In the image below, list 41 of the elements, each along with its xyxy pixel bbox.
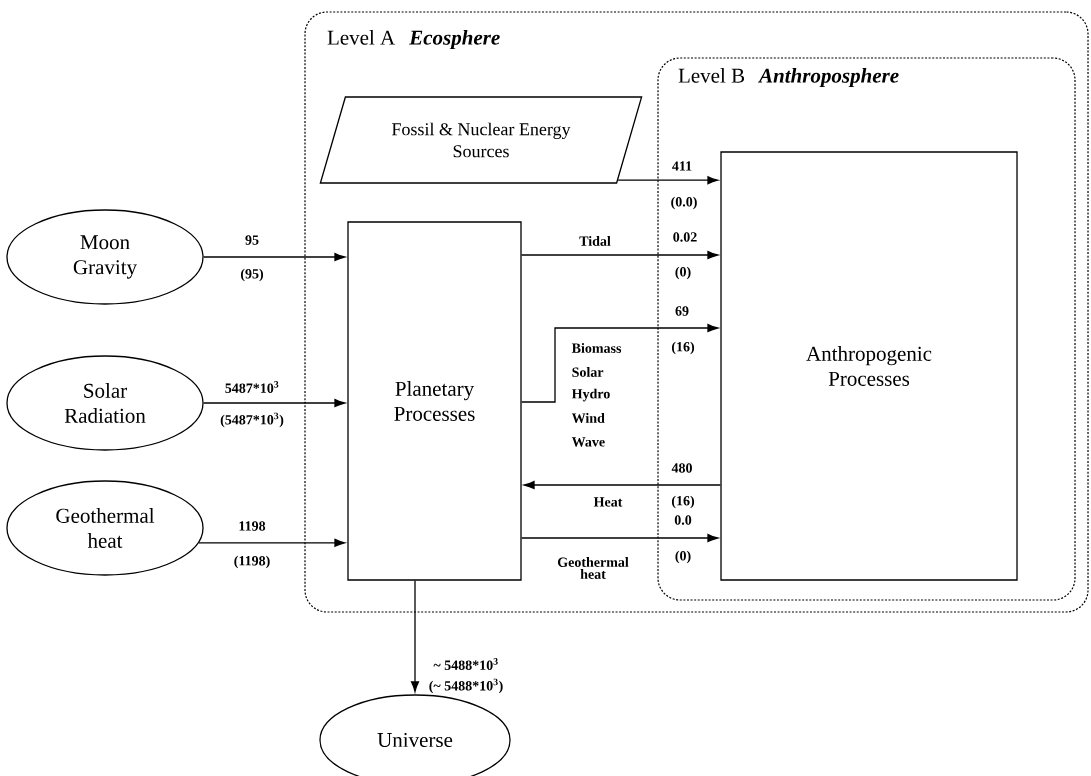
flow-label: Heat <box>593 497 623 507</box>
edge-label: 411 <box>672 161 692 171</box>
arrow <box>410 580 420 693</box>
flow-label: (16) <box>671 341 695 355</box>
flow-label: Hydro <box>571 388 610 402</box>
flow-label: (95) <box>240 268 264 282</box>
flow-label: Wave <box>571 437 605 447</box>
arrow <box>521 250 719 260</box>
arrow <box>203 252 346 262</box>
arrow <box>617 176 719 185</box>
flow-label: (0) <box>675 550 691 564</box>
arrow <box>521 323 719 403</box>
flow-label: Wind <box>571 413 605 423</box>
arrow <box>198 538 346 547</box>
flow-label: (0) <box>675 266 691 280</box>
edge-label: 480 <box>671 463 692 473</box>
process-box: Anthropogenic Processes <box>720 151 1018 581</box>
flow-label: (~ 5488*10$^{3}$) <box>429 678 503 694</box>
flow-label: (16) <box>671 495 695 509</box>
arrow <box>203 398 346 408</box>
flow-label: (0.0) <box>671 196 697 210</box>
flow-label: (5487*10$^{3}$) <box>220 412 284 428</box>
flow-label: Biomass <box>571 343 622 353</box>
flow-label: Geothermal heat <box>557 557 629 579</box>
edge-label: 69 <box>675 306 689 316</box>
arrow <box>521 533 719 543</box>
arrow <box>523 480 721 490</box>
flow-label: Tidal <box>579 236 611 246</box>
flow-label: (1198) <box>234 555 270 569</box>
ellipse-node: Geothermal heat <box>6 480 204 576</box>
ellipse-node: Solar Radiation <box>6 355 204 451</box>
parallelogram-box: Fossil & Nuclear Energy Sources <box>319 96 643 184</box>
edge-label: 0.02 <box>673 232 697 242</box>
edge-label: 1198 <box>239 521 266 531</box>
ellipse-node: Moon Gravity <box>6 209 204 305</box>
flow-label: Solar <box>572 367 604 377</box>
edge-label: ~ 5488*10$^{3}$ <box>433 658 498 670</box>
edge-label: 0.0 <box>674 515 692 525</box>
edge-label: 5487*10$^{3}$ <box>225 381 279 393</box>
process-box: Planetary Processes <box>347 221 522 581</box>
edge-label: 95 <box>245 235 259 245</box>
